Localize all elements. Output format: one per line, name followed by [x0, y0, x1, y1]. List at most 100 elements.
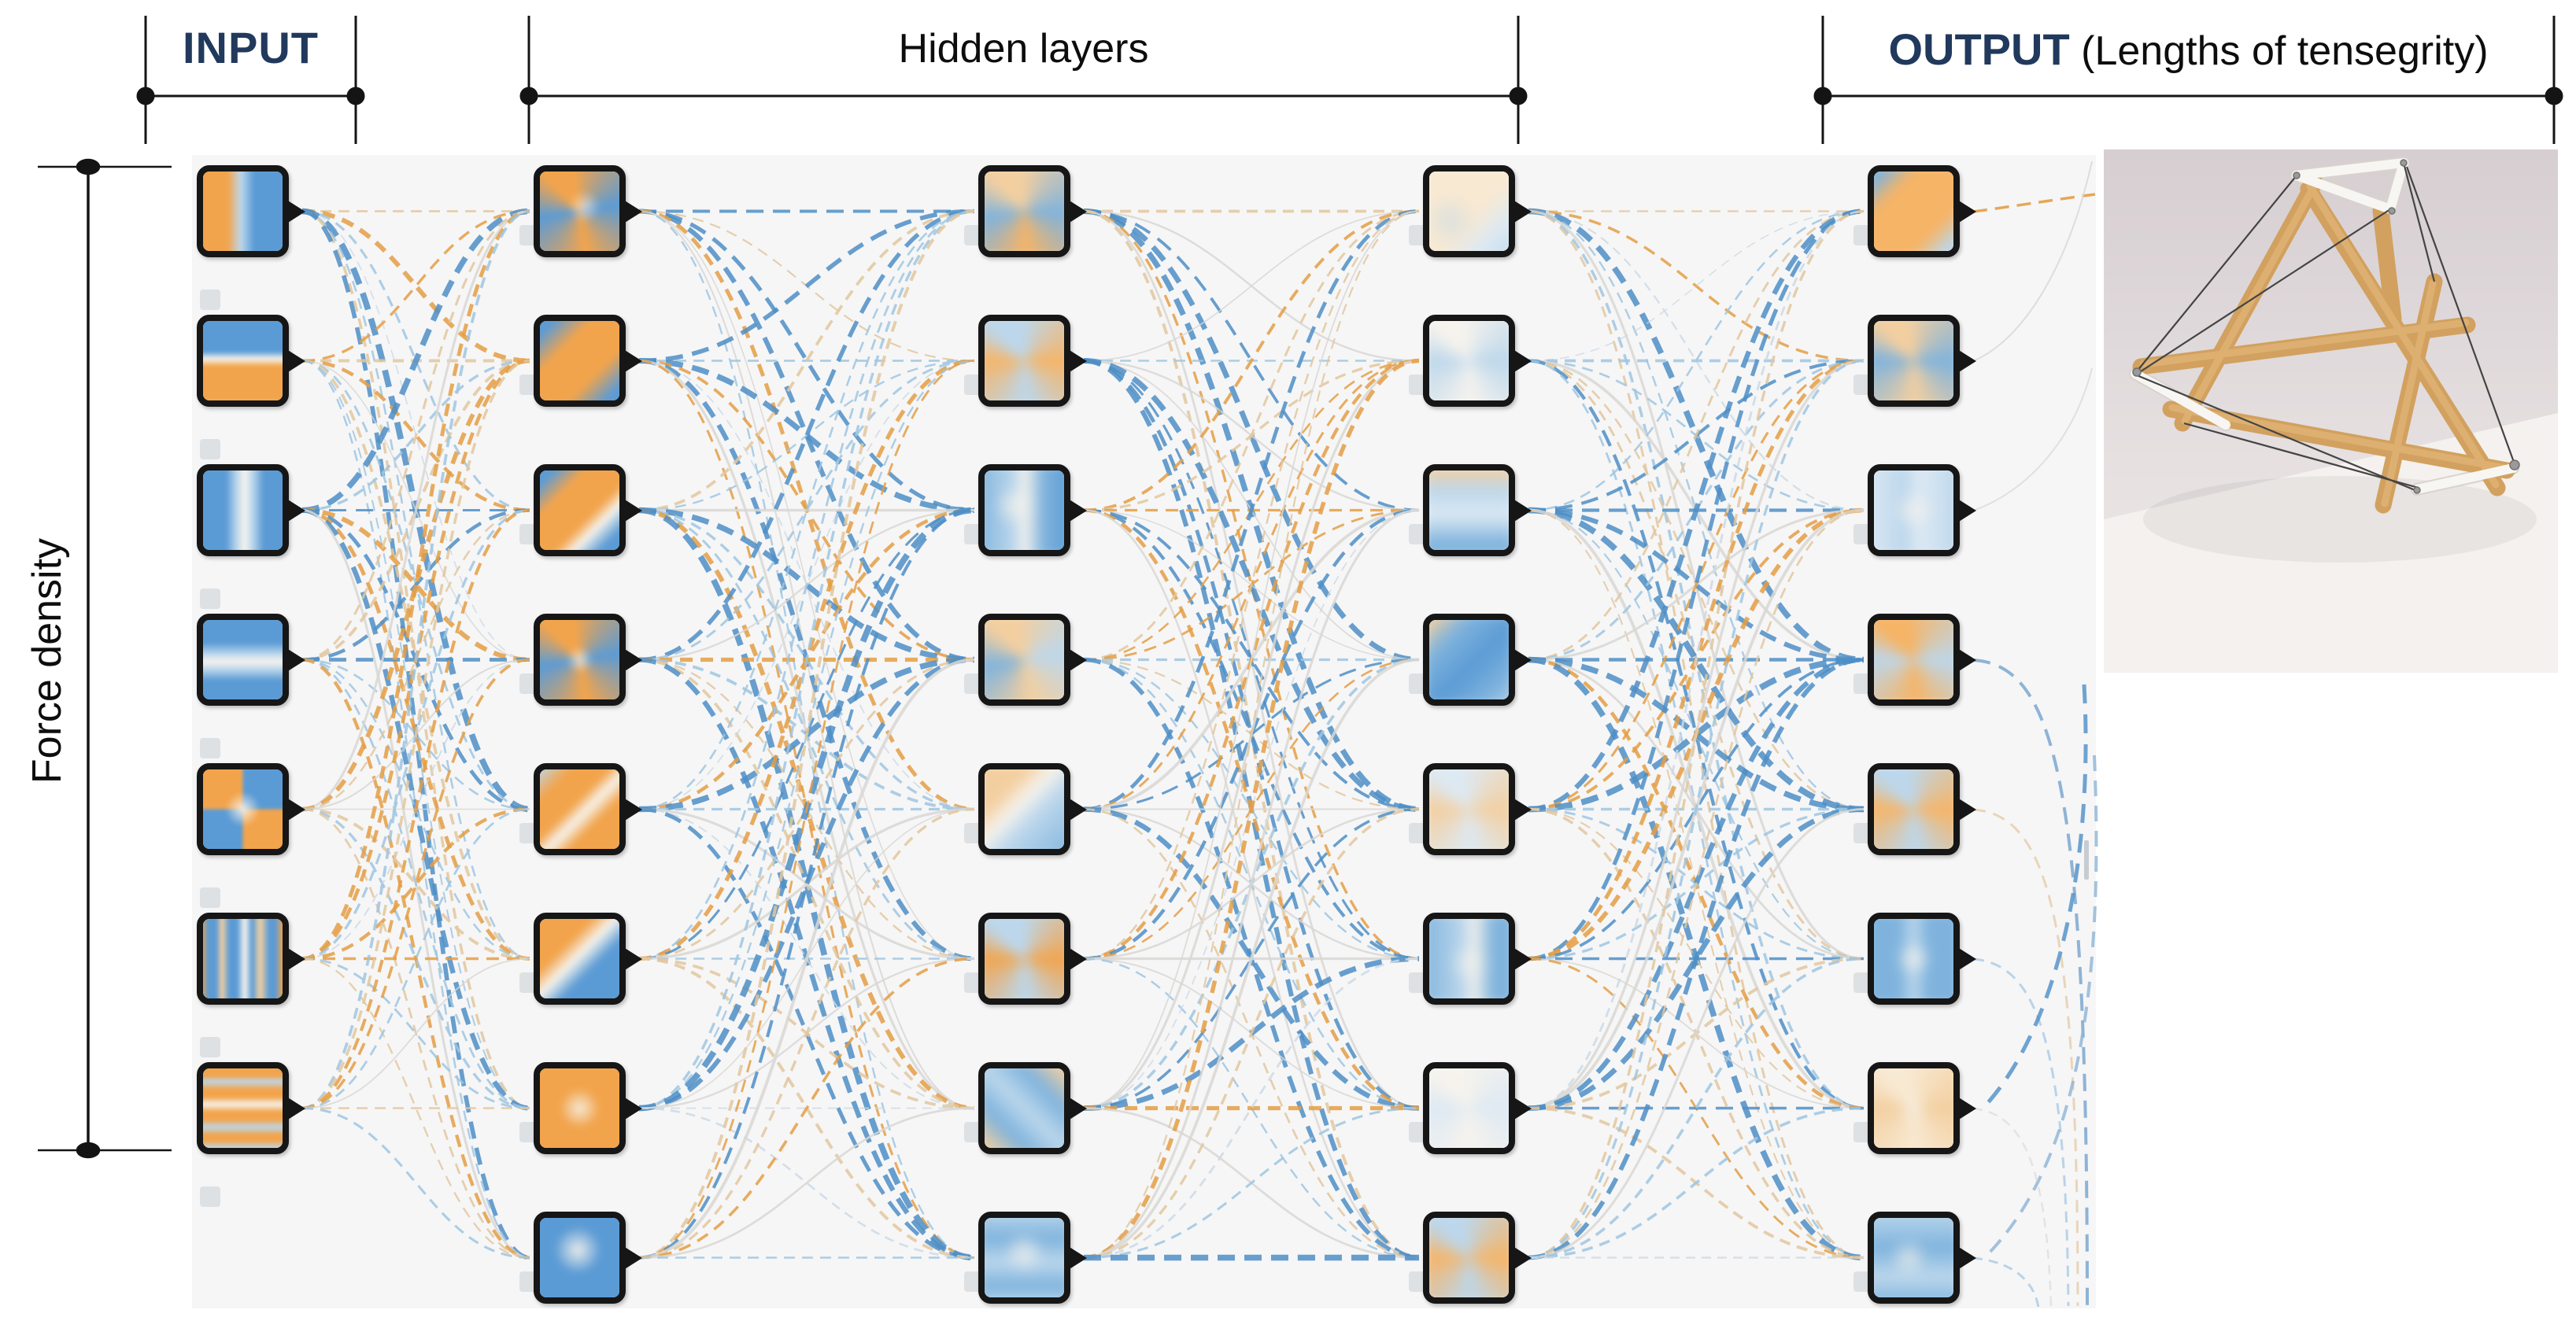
connection-link	[301, 210, 530, 661]
node-activation-map	[203, 1068, 283, 1148]
node-activation-map	[540, 769, 619, 849]
node-hidden-2-8	[978, 1212, 1070, 1304]
connection-link	[1528, 657, 1865, 1111]
node-output-arrow-icon	[1955, 795, 1976, 823]
node-activation-map	[540, 470, 619, 550]
bias-square	[200, 738, 220, 758]
node-output-arrow-icon	[1510, 347, 1532, 375]
node-input-3	[197, 464, 289, 556]
node-output-arrow-icon	[621, 1094, 642, 1122]
node-output-3	[1868, 464, 1960, 556]
node-activation-map	[1429, 321, 1509, 400]
node-output-arrow-icon	[1955, 1244, 1976, 1271]
connection-link	[1528, 808, 1865, 1259]
connection-link	[638, 209, 975, 1260]
connection-link	[301, 209, 530, 512]
node-hidden-1-3	[534, 464, 626, 556]
connection-link	[1528, 210, 1865, 661]
node-activation-map	[1429, 1218, 1509, 1297]
node-hidden-1-1	[534, 165, 626, 257]
node-activation-map	[1429, 620, 1509, 699]
node-output-1	[1868, 165, 1960, 257]
connection-link	[301, 957, 530, 1109]
node-activation-map	[540, 172, 619, 251]
node-hidden-3-1	[1423, 165, 1515, 257]
node-input-4	[197, 614, 289, 706]
bias-square	[200, 589, 220, 609]
node-output-arrow-icon	[621, 795, 642, 823]
node-hidden-1-8	[534, 1212, 626, 1304]
node-hidden-2-5	[978, 763, 1070, 855]
hidden-layers-section-label: Hidden layers	[898, 26, 1149, 72]
node-output-arrow-icon	[621, 347, 642, 375]
node-output-arrow-icon	[621, 1244, 642, 1271]
connection-link	[1528, 359, 1865, 1260]
connection-link	[1083, 508, 1420, 961]
tension-cables	[2136, 162, 2516, 493]
node-activation-map	[203, 769, 283, 849]
connection-link	[638, 209, 975, 512]
photo-shadow	[2143, 476, 2537, 563]
connection-link	[638, 658, 975, 961]
node-hidden-3-6	[1423, 913, 1515, 1005]
node-activation-map	[540, 1068, 619, 1148]
node-output-arrow-icon	[284, 347, 305, 375]
node-input-6	[197, 913, 289, 1005]
connection-link	[301, 209, 530, 662]
node-output-arrow-icon	[1066, 496, 1087, 524]
node-output-arrow-icon	[1955, 945, 1976, 972]
connection-link	[1083, 210, 1420, 1109]
connection-link	[1083, 208, 1420, 662]
connection-link	[301, 659, 530, 1109]
node-hidden-1-2	[534, 315, 626, 407]
connection-link	[301, 208, 530, 514]
node-output-arrow-icon	[1066, 646, 1087, 673]
node-output-6	[1868, 913, 1960, 1005]
connection-link	[301, 659, 530, 810]
node-activation-map	[1429, 172, 1509, 251]
connection-link	[1528, 208, 1865, 812]
connection-link	[301, 807, 530, 961]
connection-link	[1083, 807, 1420, 1110]
node-hidden-2-4	[978, 614, 1070, 706]
node-activation-map	[985, 321, 1064, 400]
output-label-bold: OUTPUT	[1888, 24, 2070, 74]
connection-link	[1083, 508, 1420, 961]
connection-link	[638, 208, 975, 662]
node-output-arrow-icon	[1066, 347, 1087, 375]
node-output-5	[1868, 763, 1960, 855]
connection-link	[1528, 957, 1865, 1260]
connection-link	[638, 508, 975, 811]
node-activation-map	[985, 470, 1064, 550]
node-input-1	[197, 165, 289, 257]
bias-square	[200, 887, 220, 908]
node-activation-map	[1429, 769, 1509, 849]
node-output-arrow-icon	[1510, 646, 1532, 673]
connection-link	[1983, 755, 2098, 1259]
connection-link	[1083, 209, 1420, 512]
connection-link	[301, 659, 530, 960]
connection-link	[1528, 1106, 1865, 1260]
connection-link	[1083, 358, 1420, 1260]
connection-link	[1972, 161, 2093, 362]
node-activation-map	[1429, 1068, 1509, 1148]
connection-link	[1083, 807, 1420, 1260]
connection-link	[638, 807, 975, 1260]
bias-square	[200, 439, 220, 459]
node-input-7	[197, 1062, 289, 1154]
node-output-arrow-icon	[284, 945, 305, 972]
node-activation-map	[1874, 470, 1953, 550]
connection-link	[1528, 209, 1865, 363]
connection-link	[1083, 210, 1420, 362]
connection-link	[301, 508, 530, 961]
connection-link	[1528, 359, 1865, 811]
connection-link	[638, 957, 975, 1260]
node-activation-map	[1429, 470, 1509, 550]
connection-link	[1083, 508, 1420, 1260]
node-hidden-1-5	[534, 763, 626, 855]
node-hidden-2-2	[978, 315, 1070, 407]
node-activation-map	[540, 919, 619, 998]
node-hidden-3-3	[1423, 464, 1515, 556]
